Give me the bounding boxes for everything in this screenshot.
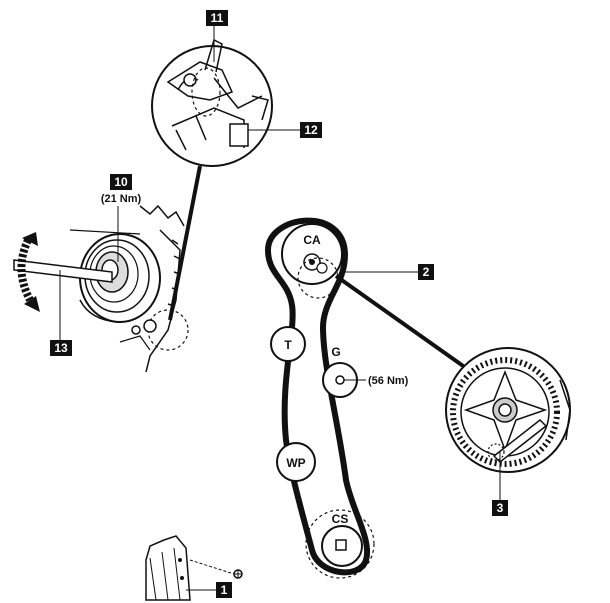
idler-pulley-g: G (56 Nm) xyxy=(322,345,409,398)
magnifier-leader-line xyxy=(168,165,202,321)
svg-text:12: 12 xyxy=(304,123,318,137)
callout-13: 13 xyxy=(50,340,72,356)
pulley-label-g: G xyxy=(331,345,340,359)
callout-12: 12 xyxy=(300,122,322,138)
pulley-label-t: T xyxy=(284,338,292,352)
tensioner-pulley-t: T xyxy=(270,326,306,362)
callout-1: 1 xyxy=(216,582,232,598)
callout-10: 10 (21 Nm) xyxy=(101,174,142,205)
torque-tensioner-bolt: (21 Nm) xyxy=(101,193,142,205)
pulley-label-ca: CA xyxy=(303,233,321,247)
svg-text:2: 2 xyxy=(423,265,430,279)
pulley-label-wp: WP xyxy=(286,456,305,470)
svg-text:13: 13 xyxy=(54,341,68,355)
svg-text:10: 10 xyxy=(114,175,128,189)
callout-11: 11 xyxy=(206,10,228,26)
crankshaft-pulley-cs: CS xyxy=(305,509,375,579)
svg-text:3: 3 xyxy=(497,501,504,515)
callout-leaders xyxy=(59,26,501,591)
timing-cover-part xyxy=(145,535,243,601)
camshaft-pulley-ca: CA xyxy=(281,223,343,299)
callout-3: 3 xyxy=(492,500,508,516)
hex-wrench-tool xyxy=(13,232,113,312)
camshaft-gear-detail xyxy=(445,347,571,473)
svg-text:1: 1 xyxy=(221,583,228,597)
callout-2: 2 xyxy=(418,264,434,280)
detail-magnifier xyxy=(151,38,273,167)
pulley-label-cs: CS xyxy=(332,512,349,526)
svg-text:11: 11 xyxy=(211,11,224,25)
gear-leader-line xyxy=(334,274,468,370)
water-pump-pulley-wp: WP xyxy=(276,442,316,482)
crank-pulley-assembly xyxy=(69,204,189,373)
torque-idler-bolt: (56 Nm) xyxy=(368,375,409,387)
